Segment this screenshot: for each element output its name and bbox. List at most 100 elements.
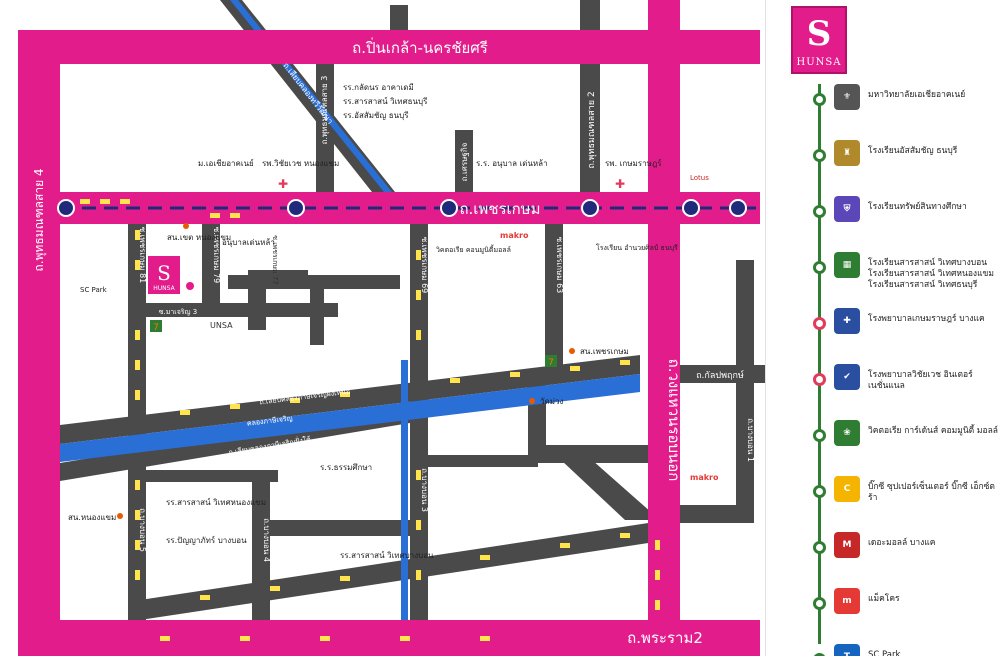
place-panyapat: รร.ปัญญาภัทร์ บางบอน xyxy=(166,535,247,545)
place-sn-nongkhaem2: สน.หนองแขม xyxy=(68,513,116,522)
legend-item: ✚โรงพยาบาลเกษมราษฎร์ บางแค xyxy=(766,306,1000,336)
hunsa-logo: S HUNSA xyxy=(791,6,847,74)
road-label-macharoen3: ซ.มาเจริญ 3 xyxy=(159,308,197,316)
legend-panel: S HUNSA ⚜ มหาวิทยาลัยเอเชียอาคเนย์ ♜ โรงเรี… xyxy=(765,0,1000,656)
hunsa-marker-name: HUNSA xyxy=(153,285,175,292)
legend-item: ✔โรงพยาบาลวิชัยเวช อินเตอร์เนชั่นแนล xyxy=(766,362,1000,392)
legend-line xyxy=(818,84,821,644)
hunsa-pin xyxy=(186,282,194,290)
makro-icon: m xyxy=(834,588,860,614)
place-anuban-city: ร.ร. อนุบาล เด่นหล้า xyxy=(476,159,548,168)
road-label-kanchanaphisek: ถ.วงแหวนรอบนอก xyxy=(665,359,683,482)
bigc-icon: C xyxy=(834,476,860,502)
place-tanmitsuksa: ร.ร.ธรรมศึกษา xyxy=(320,463,372,472)
legend-label: โรงพยาบาลเกษมราษฎร์ บางแค xyxy=(868,314,985,324)
sn-phetkasem-dot xyxy=(569,348,575,354)
seven-eleven-1-label: 7 xyxy=(153,323,159,333)
minor-roads xyxy=(60,0,765,626)
place-sn-nongkhaem: สน.เขต หนองแขม xyxy=(167,233,231,242)
legend-label: โรงเรียนทรัพย์สินทางศึกษา xyxy=(868,202,967,212)
seven-eleven-2-label: 7 xyxy=(548,358,554,368)
road-label-bangbon3: ถ.บางบอน 3 xyxy=(420,468,429,512)
legend-dot xyxy=(813,653,826,656)
place-sarasas-nongkhaem: รร.สารสาสน์ วิเทศหนองแขม xyxy=(166,497,266,507)
legend-label: เดอะมอลล์ บางแค xyxy=(868,538,936,548)
road-label-soi77: ซ.เพชรเกษม 77 xyxy=(271,235,279,285)
legend-dot xyxy=(813,373,826,386)
legend-label: SC Park xyxy=(868,650,901,656)
school-crest-icon: ♜ xyxy=(834,140,860,166)
university-seal-icon: ⚜ xyxy=(834,84,860,110)
road-label-soi81: ซ.เพชรเกษม 81 xyxy=(138,227,147,284)
legend-dot xyxy=(813,317,826,330)
road-labels: ถ.ปิ่นเกล้า-นครชัยศรี ถ.เพชรเกษม ถ.พระรา… xyxy=(32,37,755,647)
sn-nongkhaem-dot xyxy=(183,223,189,229)
legend-label: มหาวิทยาลัยเอเชียอาคเนย์ xyxy=(868,90,966,100)
legend-item: ❀วิคตอเรีย การ์เด้นส์ คอมมูนิตี้ มอลล์ xyxy=(766,418,1000,448)
place-wat-muang: วัดม่วง xyxy=(540,397,563,406)
legend-dot xyxy=(813,149,826,162)
place-hosp-phetkasem: รพ. เกษมราษฎร์ xyxy=(605,158,662,168)
place-sarasas-bangbon: รร.สารสาสน์ วิเทศบางบอน xyxy=(340,550,434,560)
place-tesco-top: Lotus xyxy=(690,174,709,182)
legend-label: แม็คโคร xyxy=(868,594,900,604)
legend-label: วิคตอเรีย การ์เด้นส์ คอมมูนิตี้ มอลล์ xyxy=(868,426,999,436)
place-amnuay: โรงเรียน อำนวยศิลป์ ธนบุรี xyxy=(596,243,678,252)
legend-dot xyxy=(813,541,826,554)
place-hosp-wichaiyut: รพ.วิชัยเวช หนองแขม xyxy=(262,159,339,168)
road-label-soi69: ซ.เพชรเกษม 69 xyxy=(420,237,429,294)
legend-item: ♜ โรงเรียนอัสสัมชัญ ธนบุรี xyxy=(766,138,1000,168)
hunsa-marker xyxy=(148,256,180,294)
place-sn-phetkasem: สน.เพชรเกษม xyxy=(580,347,629,356)
place-mahidol: ม.เอเชียอาคเนย์ xyxy=(198,158,254,168)
road-label-phutthamonthon4: ถ.พุทธมณฑลสาย 4 xyxy=(32,168,47,271)
road-label-soi79: ซ.เพชรเกษม 79 xyxy=(212,227,221,284)
legend-item: ▦โรงเรียนสารสาสน์ วิเทศบางบอน โรงเรียนสา… xyxy=(766,250,1000,290)
seven-eleven-2 xyxy=(545,355,557,367)
legend-dot xyxy=(813,485,826,498)
road-label-rama2: ถ.พระราม2 xyxy=(627,629,703,647)
hunsa-marker-letter: S xyxy=(157,261,171,285)
legend-dot xyxy=(813,429,826,442)
brt-stations xyxy=(57,199,747,217)
legend-dot xyxy=(813,205,826,218)
sn-nongkhaem2-dot xyxy=(117,513,123,519)
legend-item: M เดอะมอลล์ บางแค xyxy=(766,530,1000,560)
wat-muang-dot xyxy=(529,398,535,404)
place-victoria: วิคตอเรีย คอนมูนิตี้มอลล์ xyxy=(436,243,511,254)
place-anuban-denla: อนุบาลเด่นหล้า xyxy=(222,238,275,247)
hunsa-logo-letter: S xyxy=(806,14,832,54)
sarasas-icon: ▦ xyxy=(834,252,860,278)
place-klatsin: รร.กลัดนร อาคาเดมี xyxy=(343,83,414,92)
place-sc-park: SC Park xyxy=(80,286,108,294)
legend-item: T SC Park xyxy=(766,642,1000,656)
area-map: ถ.ปิ่นเกล้า-นครชัยศรี ถ.เพชรเกษม ถ.พระรา… xyxy=(18,0,765,656)
road-label-phutthamonthon2: ถ.พุทธมณฑลสาย 2 xyxy=(587,91,597,168)
hosp-wichaiyut-cross: ✚ xyxy=(278,177,288,191)
legend-label: โรงพยาบาลวิชัยเวช อินเตอร์เนชั่นแนล xyxy=(868,370,973,391)
main-roads xyxy=(18,0,760,656)
tesco-icon: T xyxy=(834,644,860,656)
road-label-soi63: ซ.เพชรเกษม 63 xyxy=(555,237,564,294)
road-label-sethakit: ถ.เศรษฐกิจ xyxy=(460,142,469,181)
road-label-bangbon4: ถ.บางบอน 4 xyxy=(262,518,271,562)
legend-dot xyxy=(813,597,826,610)
school-shield-icon: ⛨ xyxy=(834,196,860,222)
road-label-bangbon1: ถ.บางบอน 1 xyxy=(746,418,755,462)
legend-dot xyxy=(813,261,826,274)
route-arrows xyxy=(80,199,660,641)
legend-item: ⛨ โรงเรียนทรัพย์สินทางศึกษา xyxy=(766,194,1000,224)
road-label-phutthamonthon3: ถ.พุทธมณฑลสาย 3 xyxy=(320,76,329,145)
seven-eleven-1 xyxy=(150,320,162,332)
hunsa-building: UNSA xyxy=(210,321,233,330)
legend-label: โรงเรียนอัสสัมชัญ ธนบุรี xyxy=(868,146,958,156)
road-label-kanlapaphruek: ถ.กัลปพฤกษ์ xyxy=(696,369,744,381)
the-mall-icon: M xyxy=(834,532,860,558)
road-label-pinklao: ถ.ปิ่นเกล้า-นครชัยศรี xyxy=(352,37,488,57)
legend-item: m แม็คโคร xyxy=(766,586,1000,616)
hosp-phetkasem-cross: ✚ xyxy=(615,177,625,191)
road-label-phetkasem: ถ.เพชรเกษม xyxy=(459,200,540,218)
road-label-bangbon5: ถ.บางบอน 5 xyxy=(138,508,147,552)
places: S HUNSA UNSA 7 7 รร.กลัดนร อาคาเดมี รร.ส… xyxy=(68,83,719,560)
place-assumption: รร.อัสสัมชัญ ธนบุรี xyxy=(343,111,409,120)
